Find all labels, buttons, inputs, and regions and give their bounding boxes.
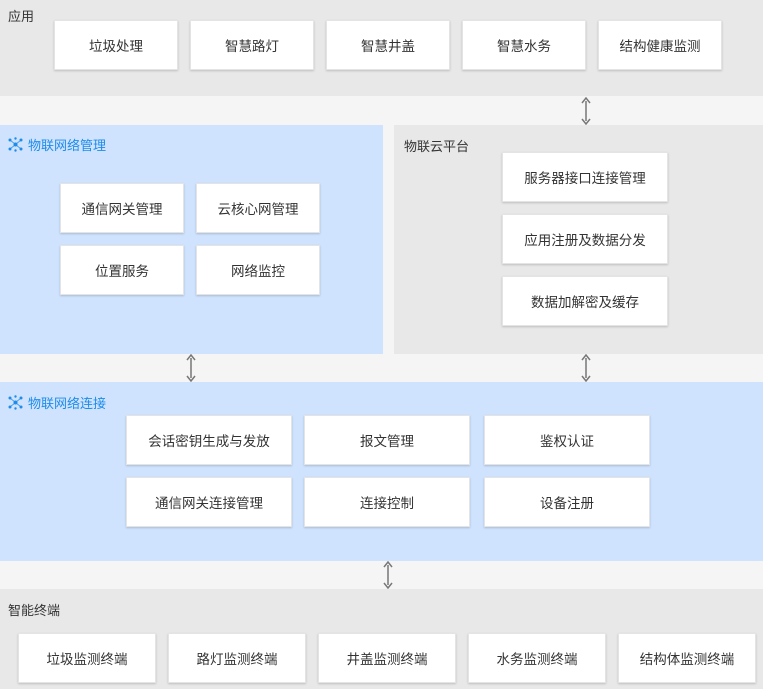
garbage-terminal-box[interactable]: 垃圾监测终端 [18, 633, 156, 683]
app-registration-box[interactable]: 应用注册及数据分发 [502, 214, 668, 264]
network-management-title: 物联网络管理 [8, 135, 106, 154]
cloud-platform-layer: 物联云平台 服务器接口连接管理 应用注册及数据分发 数据加解密及缓存 [394, 125, 763, 354]
server-interface-box[interactable]: 服务器接口连接管理 [502, 152, 668, 202]
gateway-management-box[interactable]: 通信网关管理 [60, 183, 184, 233]
authentication-box[interactable]: 鉴权认证 [484, 415, 650, 465]
terminals-layer: 智能终端 垃圾监测终端 路灯监测终端 井盖监测终端 水务监测终端 结构体监测终端 [0, 589, 763, 689]
app-item-manhole[interactable]: 智慧井盖 [326, 20, 450, 70]
network-connection-label: 物联网络连接 [28, 397, 107, 412]
double-arrow-icon [580, 354, 592, 382]
network-management-layer: 物联网络管理 通信网关管理 云核心网管理 位置服务 网络监控 [0, 125, 383, 354]
app-item-streetlight[interactable]: 智慧路灯 [190, 20, 314, 70]
connection-control-box[interactable]: 连接控制 [304, 477, 470, 527]
application-layer: 应用 垃圾处理 智慧路灯 智慧井盖 智慧水务 结构健康监测 [0, 0, 763, 96]
cloud-platform-title: 物联云平台 [404, 140, 470, 155]
session-key-box[interactable]: 会话密钥生成与发放 [126, 415, 292, 465]
double-arrow-icon [382, 561, 394, 589]
app-item-structure-health[interactable]: 结构健康监测 [598, 20, 722, 70]
structure-terminal-box[interactable]: 结构体监测终端 [618, 633, 756, 683]
location-service-box[interactable]: 位置服务 [60, 245, 184, 295]
data-encryption-box[interactable]: 数据加解密及缓存 [502, 276, 668, 326]
manhole-terminal-box[interactable]: 井盖监测终端 [318, 633, 456, 683]
network-management-label: 物联网络管理 [28, 139, 107, 154]
network-icon [8, 395, 23, 410]
gateway-connection-box[interactable]: 通信网关连接管理 [126, 477, 292, 527]
application-layer-title: 应用 [8, 10, 35, 25]
water-terminal-box[interactable]: 水务监测终端 [468, 633, 606, 683]
double-arrow-icon [580, 97, 592, 125]
network-connection-layer: 物联网络连接 会话密钥生成与发放 报文管理 鉴权认证 通信网关连接管理 连接控制… [0, 382, 763, 561]
message-management-box[interactable]: 报文管理 [304, 415, 470, 465]
double-arrow-icon [185, 354, 197, 382]
network-connection-title: 物联网络连接 [8, 393, 106, 412]
streetlight-terminal-box[interactable]: 路灯监测终端 [168, 633, 306, 683]
network-icon [8, 137, 23, 152]
device-registration-box[interactable]: 设备注册 [484, 477, 650, 527]
network-monitor-box[interactable]: 网络监控 [196, 245, 320, 295]
cloud-core-management-box[interactable]: 云核心网管理 [196, 183, 320, 233]
app-item-garbage[interactable]: 垃圾处理 [54, 20, 178, 70]
app-item-water[interactable]: 智慧水务 [462, 20, 586, 70]
terminals-layer-title: 智能终端 [8, 604, 61, 619]
